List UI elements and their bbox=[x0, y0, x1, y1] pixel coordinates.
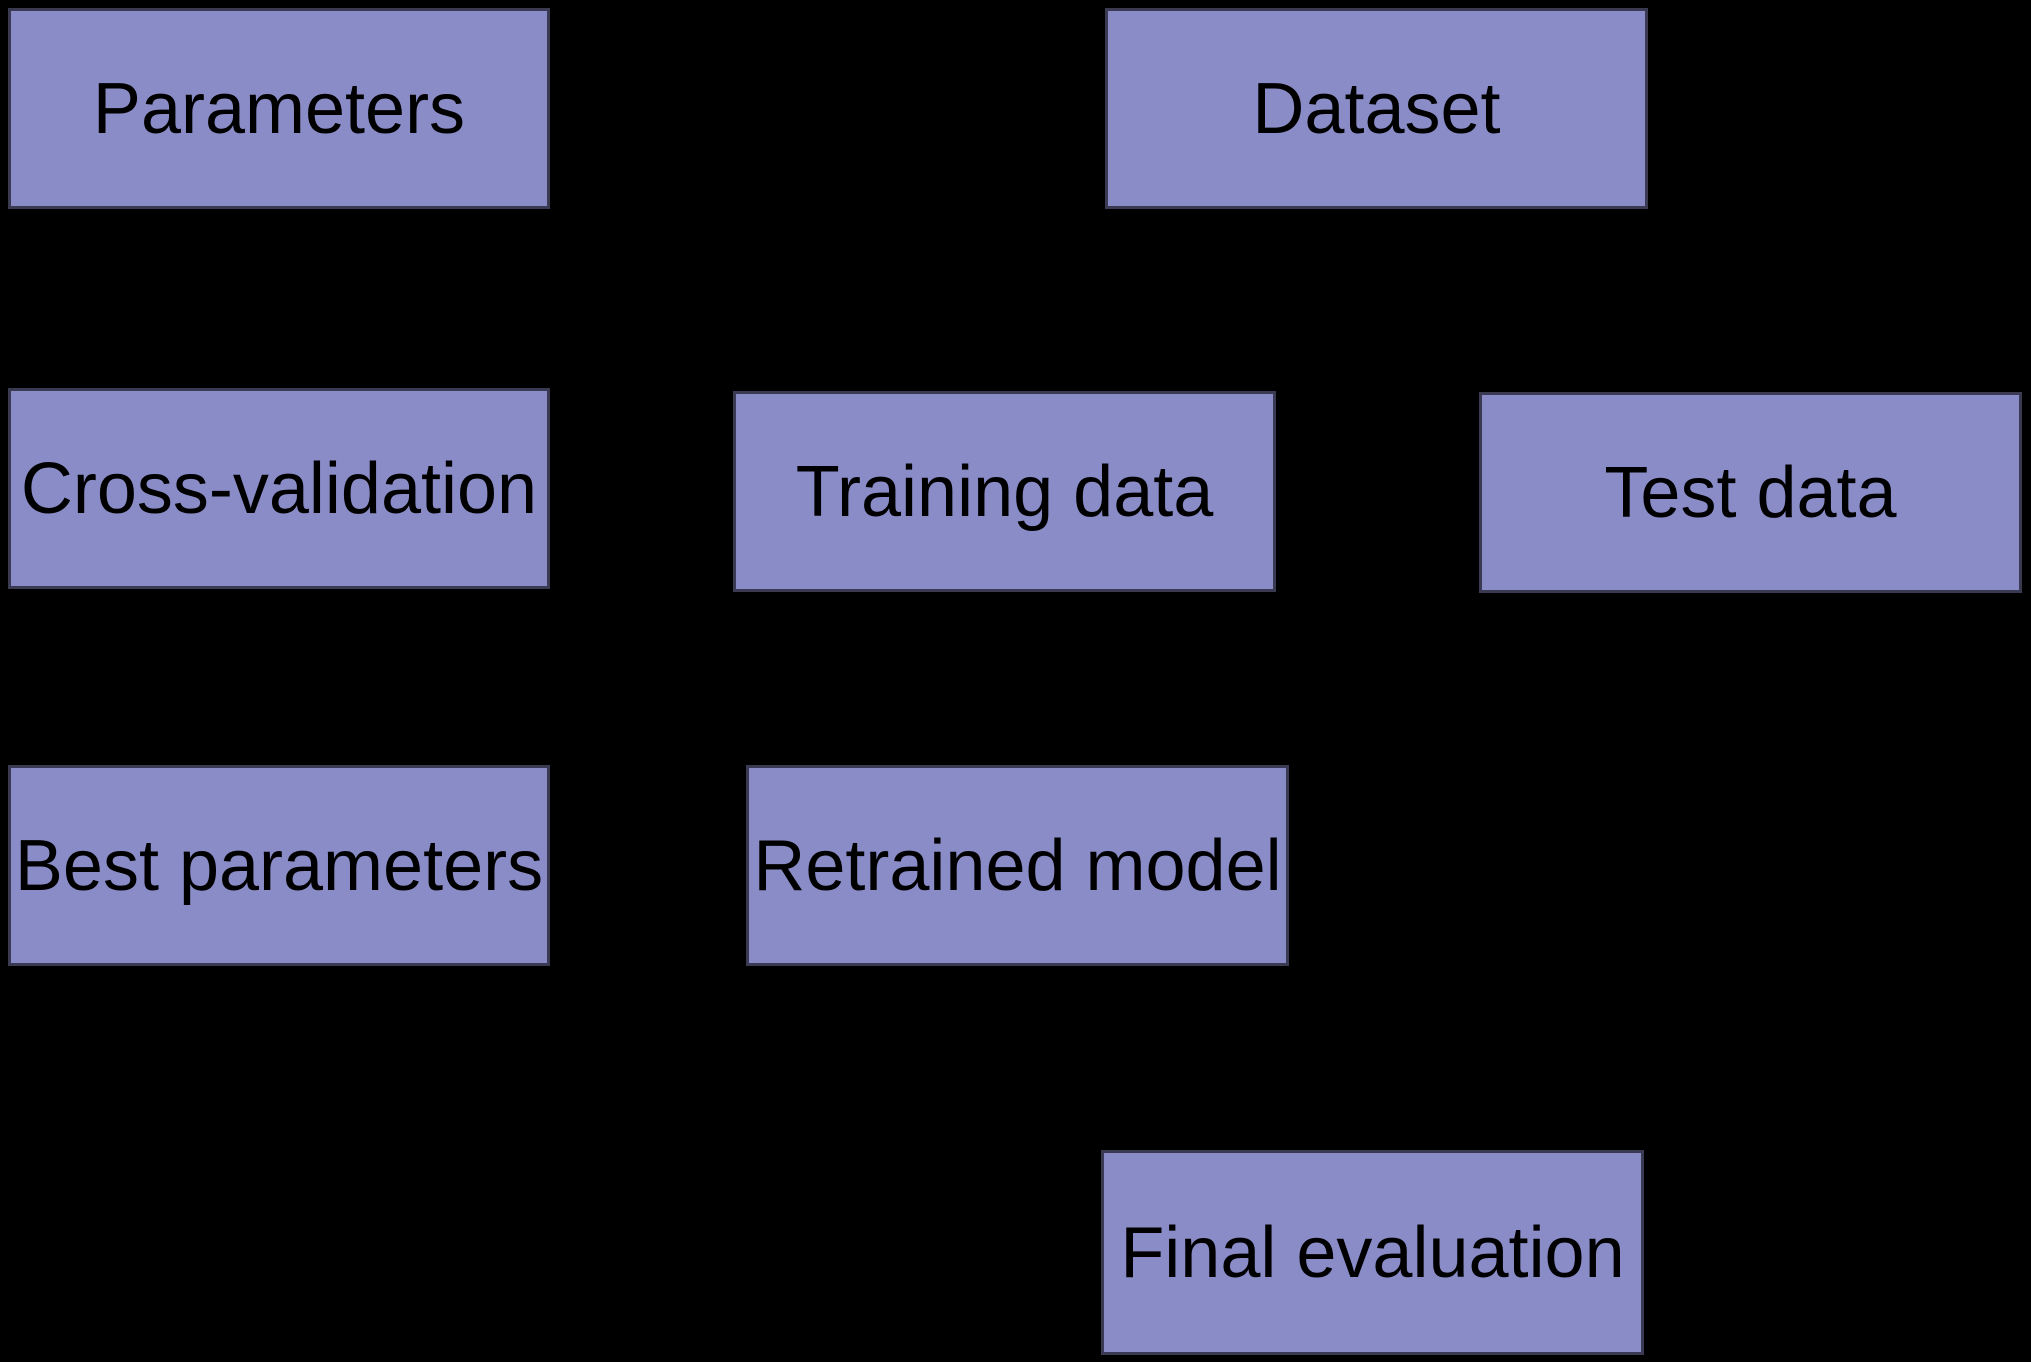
node-retrained-model: Retrained model bbox=[746, 765, 1289, 966]
node-test-data: Test data bbox=[1479, 392, 2022, 593]
node-final-evaluation: Final evaluation bbox=[1101, 1150, 1644, 1355]
node-cross-validation: Cross-validation bbox=[8, 388, 550, 589]
node-best-parameters: Best parameters bbox=[8, 765, 550, 966]
node-training-data: Training data bbox=[733, 391, 1276, 592]
node-parameters: Parameters bbox=[8, 8, 550, 209]
node-dataset: Dataset bbox=[1105, 8, 1648, 209]
